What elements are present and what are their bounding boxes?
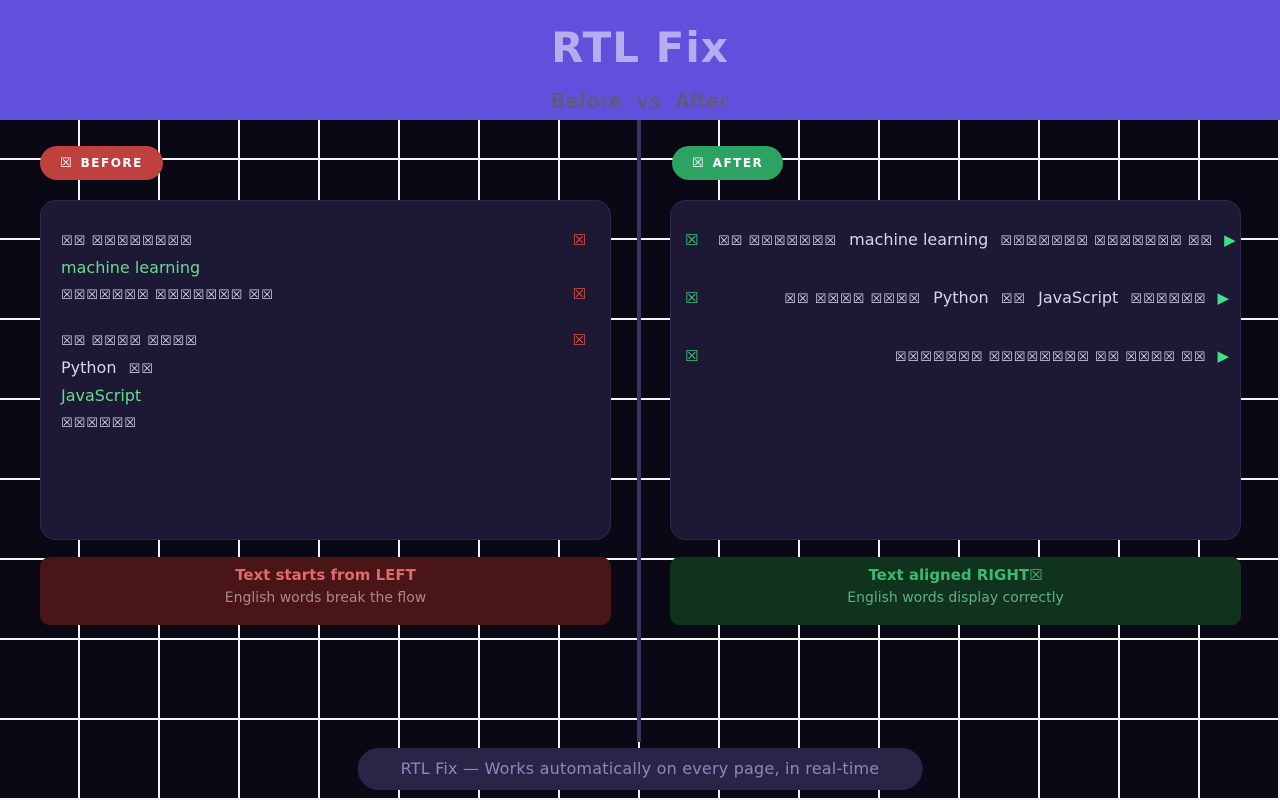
english-word: machine learning: [849, 230, 989, 249]
header: RTL Fix Before vs After: [0, 0, 1280, 120]
missing-glyph-icon: ☒: [692, 155, 704, 171]
english-word: JavaScript: [1038, 288, 1119, 307]
english-line: JavaScript: [61, 383, 588, 409]
placeholder-text: ☒☒☒☒☒☒: [1130, 292, 1207, 307]
rtl-line: ☒ ☒☒ ☒☒☒☒ ☒☒☒☒ Python ☒☒ JavaScript ☒☒☒☒…: [671, 285, 1240, 313]
placeholder-text: ☒☒☒☒☒☒☒ ☒☒☒☒☒☒☒ ☒☒: [61, 288, 274, 303]
center-divider: [637, 120, 641, 742]
before-note-title: Text starts from LEFT: [235, 566, 416, 584]
arrow-right-icon: ▶: [1224, 231, 1236, 249]
placeholder-line: ☒☒☒☒☒☒: [61, 409, 588, 437]
english-word: Python: [933, 288, 989, 307]
before-note: Text starts from LEFT English words brea…: [40, 557, 611, 625]
placeholder-text: ☒☒: [1000, 292, 1027, 307]
english-line: machine learning: [61, 255, 588, 281]
placeholder-text: ☒☒☒☒☒☒☒ ☒☒☒☒☒☒☒☒ ☒☒ ☒☒☒☒ ☒☒: [894, 350, 1207, 365]
placeholder-line: ☒☒ ☒☒☒☒☒☒☒☒ ☒: [61, 227, 588, 255]
placeholder-text: ☒☒☒☒☒☒: [61, 416, 137, 431]
after-note-subtitle: English words display correctly: [847, 590, 1064, 606]
placeholder-line: ☒☒ ☒☒☒☒ ☒☒☒☒ ☒: [61, 327, 588, 355]
placeholder-text: ☒☒ ☒☒☒☒☒☒☒☒: [61, 234, 193, 249]
placeholder-text: ☒☒ ☒☒☒☒☒☒☒: [718, 234, 838, 249]
placeholder-text: ☒☒: [128, 362, 154, 377]
after-card: ☒ ☒☒ ☒☒☒☒☒☒☒ machine learning ☒☒☒☒☒☒☒ ☒☒…: [670, 200, 1241, 540]
after-note: Text aligned RIGHT☒ English words displa…: [670, 557, 1241, 625]
english-word: machine learning: [61, 258, 201, 277]
placeholder-text: ☒☒ ☒☒☒☒ ☒☒☒☒: [784, 292, 922, 307]
before-note-subtitle: English words break the flow: [224, 590, 427, 606]
after-note-title: Text aligned RIGHT☒: [868, 566, 1043, 584]
check-mark-icon: ☒: [685, 231, 699, 249]
placeholder-line: ☒☒☒☒☒☒☒ ☒☒☒☒☒☒☒ ☒☒ ☒: [61, 281, 588, 309]
before-badge: ☒ BEFORE: [40, 146, 163, 180]
before-badge-label: BEFORE: [80, 156, 143, 170]
page-subtitle: Before vs After: [551, 89, 729, 113]
page-title: RTL Fix: [551, 23, 729, 72]
comparison-stage: ☒ BEFORE ☒☒ ☒☒☒☒☒☒☒☒ ☒ machine learning …: [0, 120, 1280, 800]
error-mark-icon: ☒: [572, 231, 586, 249]
after-badge: ☒ AFTER: [672, 146, 784, 180]
english-word: JavaScript: [61, 386, 142, 405]
error-mark-icon: ☒: [572, 331, 586, 349]
placeholder-text: ☒☒☒☒☒☒☒ ☒☒☒☒☒☒☒ ☒☒: [1000, 234, 1214, 249]
arrow-right-icon: ▶: [1217, 289, 1229, 307]
before-card: ☒☒ ☒☒☒☒☒☒☒☒ ☒ machine learning ☒☒☒☒☒☒☒ ☒…: [40, 200, 611, 540]
after-badge-label: AFTER: [712, 156, 764, 170]
rtl-line: ☒ ☒☒ ☒☒☒☒☒☒☒ machine learning ☒☒☒☒☒☒☒ ☒☒…: [671, 227, 1240, 255]
mixed-line: Python ☒☒: [61, 355, 588, 383]
check-mark-icon: ☒: [685, 347, 699, 365]
check-mark-icon: ☒: [685, 289, 699, 307]
missing-glyph-icon: ☒: [60, 155, 72, 171]
error-mark-icon: ☒: [572, 285, 586, 303]
rtl-line: ☒ ☒☒☒☒☒☒☒ ☒☒☒☒☒☒☒☒ ☒☒ ☒☒☒☒ ☒☒ ▶: [671, 343, 1240, 371]
arrow-right-icon: ▶: [1217, 347, 1229, 365]
placeholder-text: ☒☒ ☒☒☒☒ ☒☒☒☒: [61, 334, 198, 349]
footer-tagline: RTL Fix — Works automatically on every p…: [357, 748, 923, 790]
english-word: Python: [61, 358, 117, 377]
